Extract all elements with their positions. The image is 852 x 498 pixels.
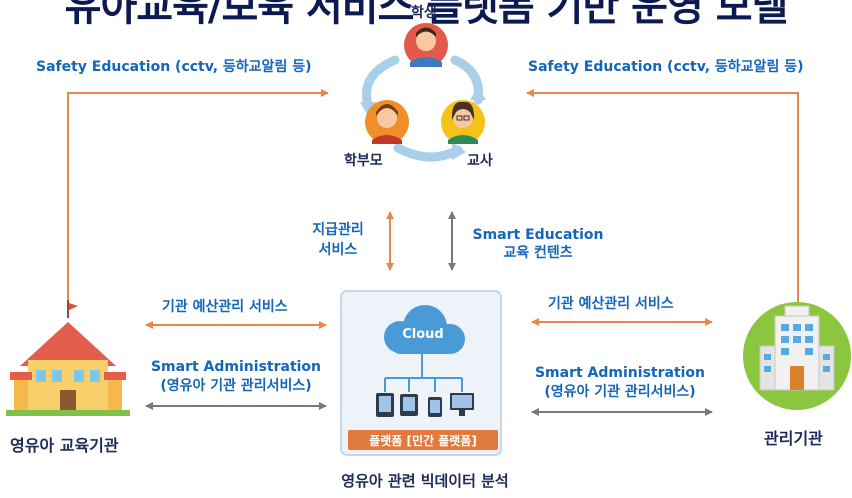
right-safety-line [526, 89, 799, 308]
management-building-icon [743, 302, 851, 410]
right-entity-label: 관리기관 [764, 429, 823, 448]
cloud-icon [384, 305, 465, 354]
left-budget-label: 기관 예산관리 서비스 [162, 299, 288, 315]
student-avatar-icon [404, 23, 448, 67]
cloud-label: Cloud [402, 327, 444, 342]
left-entity-label: 영유아 교육기관 [10, 436, 119, 455]
platform-caption: 영유아 관련 빅데이터 분석 [341, 472, 509, 490]
right-admin-line1: Smart Administration [534, 365, 706, 381]
center-left-label: 지급관리 서비스 [296, 220, 380, 260]
teacher-avatar-icon [441, 100, 485, 144]
right-admin-label: Smart Administration (영유아 기관 관리서비스) [512, 364, 728, 402]
platform-banner-bg [348, 430, 498, 450]
center-right-label: Smart Education 교육 컨텐츠 [458, 226, 618, 262]
center-right-line2: 교육 컨텐츠 [503, 245, 573, 261]
platform-panel [340, 290, 502, 456]
left-admin-line1: Smart Administration [150, 359, 322, 375]
platform-banner: 플랫폼 [민간 플랫폼] [369, 434, 477, 448]
left-admin-label: Smart Administration (영유아 기관 관리서비스) [136, 358, 336, 396]
parents-label: 학부모 [344, 153, 383, 169]
right-admin-line2: (영유아 기관 관리서비스) [544, 384, 696, 400]
center-left-line1: 지급관리 [312, 222, 364, 238]
right-budget-label: 기관 예산관리 서비스 [548, 296, 674, 312]
student-label: 학생 [411, 5, 437, 21]
left-safety-line [67, 89, 329, 310]
center-left-line2: 서비스 [318, 242, 358, 258]
left-safety-label: Safety Education (cctv, 등하교알림 등) [36, 59, 312, 75]
parent-avatar-icon [365, 100, 409, 144]
devices-icon [376, 393, 474, 417]
center-right-line1: Smart Education [472, 227, 604, 243]
right-safety-label: Safety Education (cctv, 등하교알림 등) [528, 59, 804, 75]
left-admin-line2: (영유아 기관 관리서비스) [160, 378, 312, 394]
teacher-label: 교사 [467, 153, 493, 169]
kindergarten-icon [6, 300, 130, 416]
